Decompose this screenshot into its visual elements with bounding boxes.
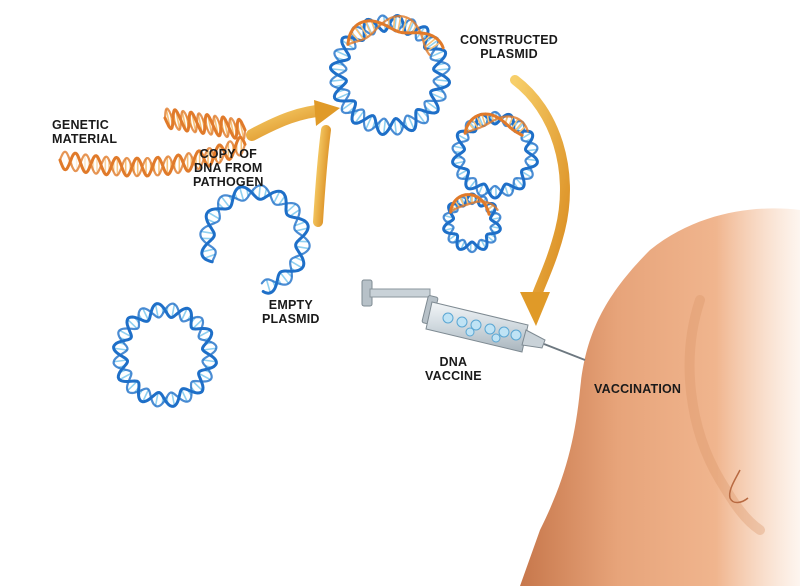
vaccination-label: VACCINATION (594, 382, 682, 396)
dna-strands (58, 13, 539, 408)
genetic-material-strand (58, 135, 247, 178)
syringe (361, 279, 586, 361)
pathogen-dna-segment (163, 107, 247, 141)
constructed-plasmid-circle (328, 13, 452, 137)
arrow-to-constructed (246, 100, 340, 227)
empty-plasmid-label: EMPTY PLASMID (262, 298, 320, 326)
arm-shape (520, 208, 800, 586)
dna-vaccine-label: DNA VACCINE (425, 355, 482, 383)
plasmid-insert-medium (463, 112, 529, 137)
empty-plasmid-circle (199, 184, 311, 295)
genetic-material-label: GENETIC MATERIAL (52, 118, 118, 146)
plasmid-insert-small (449, 193, 499, 216)
constructed-plasmid-label: CONSTRUCTED PLASMID (460, 33, 559, 61)
constructed-plasmid-insert (346, 15, 445, 56)
plasmid-circle-lone (112, 302, 218, 408)
arrow-to-vaccination (510, 75, 570, 326)
copy-of-dna-label: COPY OF DNA FROM PATHOGEN (193, 147, 264, 189)
